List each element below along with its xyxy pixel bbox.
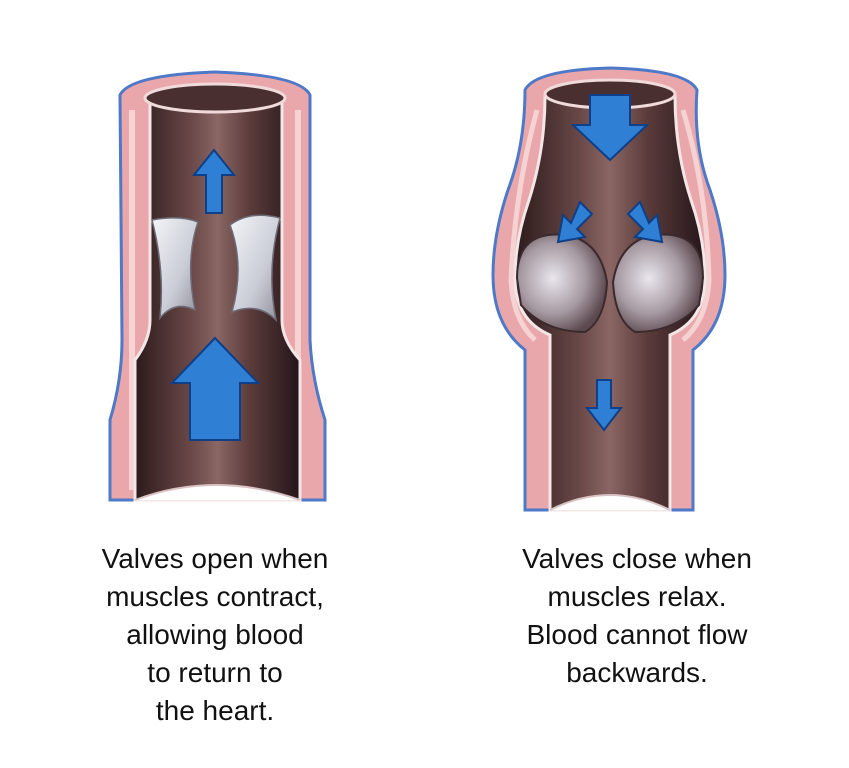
arrow-up-large	[169, 336, 261, 441]
open-vein-illustration	[108, 70, 327, 502]
arrow-down-large	[570, 94, 650, 162]
valve-closed-panel: Valves close when muscles relax. Blood c…	[425, 0, 849, 768]
closed-valve-cusp-right	[611, 233, 705, 334]
closed-vein-illustration	[491, 66, 727, 512]
arrow-down-left	[556, 200, 594, 244]
arrow-down-small	[584, 379, 624, 432]
valve-closed-caption: Valves close when muscles relax. Blood c…	[522, 543, 752, 688]
valve-open-panel: Valves open when muscles contract, allow…	[101, 70, 329, 726]
valve-open-caption: Valves open when muscles contract, allow…	[101, 543, 329, 726]
arrow-up-small	[191, 148, 237, 214]
open-valve-leaflet-left	[151, 217, 199, 321]
arrow-down-right	[626, 200, 664, 244]
closed-valve-cusp-left	[515, 233, 609, 334]
open-valve-leaflet-right	[229, 214, 281, 323]
